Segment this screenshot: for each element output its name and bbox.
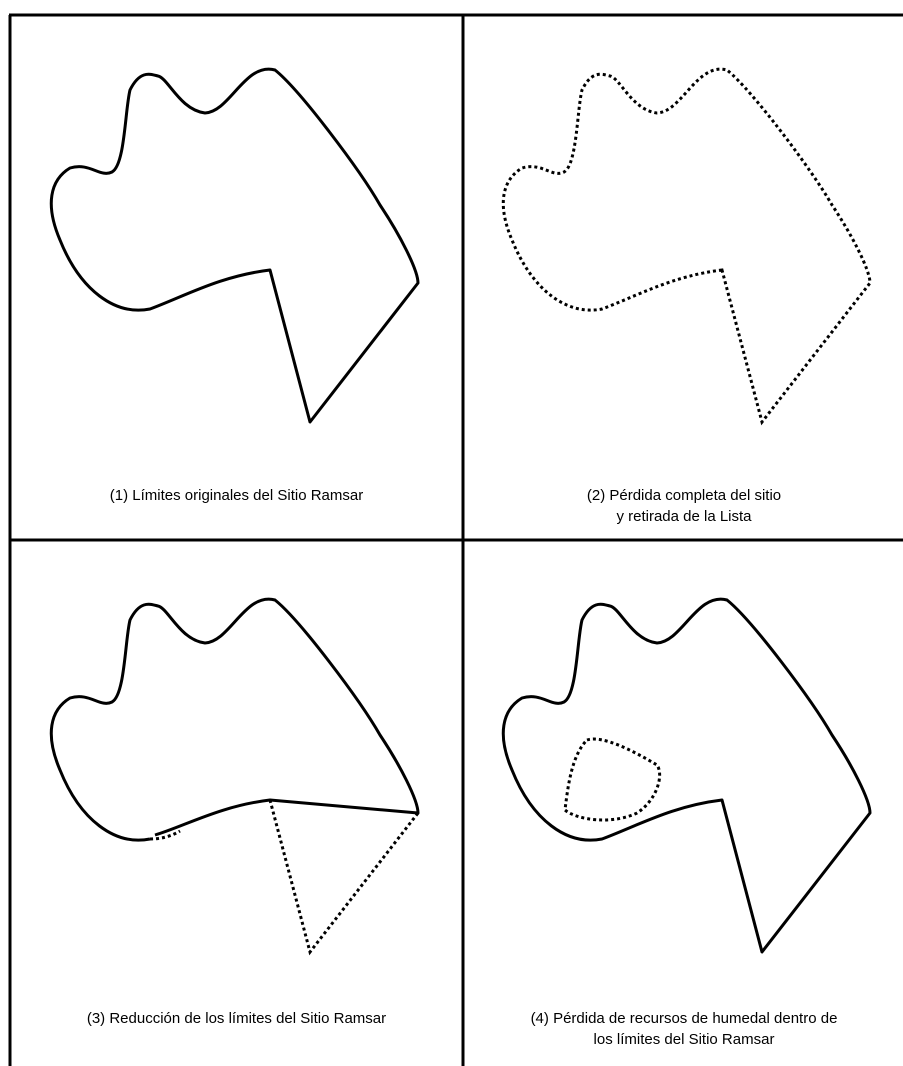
lost-internal-area-dotted xyxy=(563,737,662,822)
caption-panel-2-line-1: (2) Pérdida completa del sitio xyxy=(586,487,782,504)
reduced-boundary-solid xyxy=(49,597,420,842)
caption-panel-1: (1) Límites originales del Sitio Ramsar xyxy=(10,485,463,506)
caption-panel-3-line-1: (3) Reducción de los límites del Sitio R… xyxy=(86,1010,387,1027)
panel-grid xyxy=(8,13,903,1066)
caption-panel-4-line-2: los límites del Sitio Ramsar xyxy=(593,1031,775,1048)
panel-4-internal-loss xyxy=(501,597,872,954)
caption-panel-2: (2) Pérdida completa del sitio y retirad… xyxy=(465,485,903,527)
caption-panel-4-line-1: (4) Pérdida de recursos de humedal dentr… xyxy=(530,1010,838,1027)
panel-3-boundary-reduction xyxy=(49,597,420,956)
caption-panel-2-line-2: y retirada de la Lista xyxy=(616,508,752,525)
panel-1-original-boundary xyxy=(49,67,420,424)
caption-panel-4: (4) Pérdida de recursos de humedal dentr… xyxy=(465,1008,903,1050)
caption-panel-1-line-1: (1) Límites originales del Sitio Ramsar xyxy=(109,487,364,504)
panel-2-complete-loss xyxy=(501,67,872,424)
caption-panel-3: (3) Reducción de los límites del Sitio R… xyxy=(10,1008,463,1029)
removed-wedge-dotted xyxy=(149,799,420,956)
